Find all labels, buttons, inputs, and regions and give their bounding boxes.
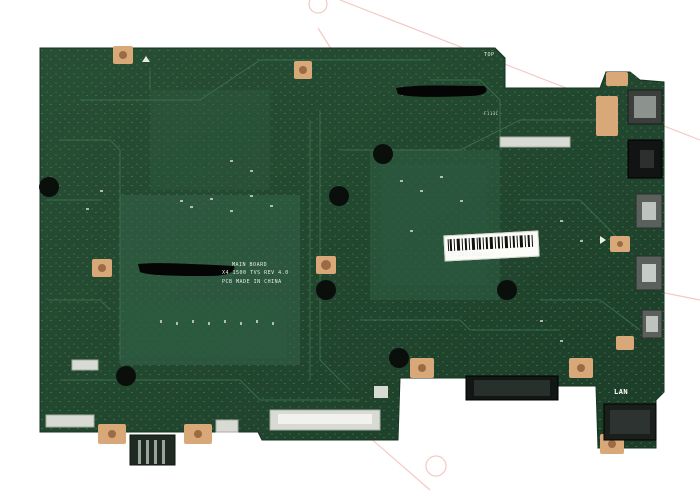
- connectors: [45, 89, 663, 466]
- cpu-area: [370, 150, 500, 300]
- barcode-text: TC8W2SMM020: [451, 252, 490, 258]
- redaction-mark: [396, 85, 487, 97]
- barcode-sticker: [443, 230, 540, 262]
- silkscreen-made-label: PCB MADE IN CHINA: [222, 279, 282, 285]
- silkscreen-id-label: F113C: [484, 111, 499, 116]
- memory-area: [120, 195, 300, 365]
- mounting-holes: [39, 144, 517, 386]
- redaction-mark: [138, 263, 235, 276]
- silkscreen-board-label: MAIN BOARD: [232, 262, 268, 268]
- barcode: [447, 234, 534, 252]
- lan-port-label: LAN: [614, 388, 629, 396]
- silkscreen-top-label: TOP: [484, 52, 495, 58]
- copper-pads: [92, 46, 634, 454]
- silkscreen-model-label: X4 1500 TVS REV 4.0: [222, 270, 289, 276]
